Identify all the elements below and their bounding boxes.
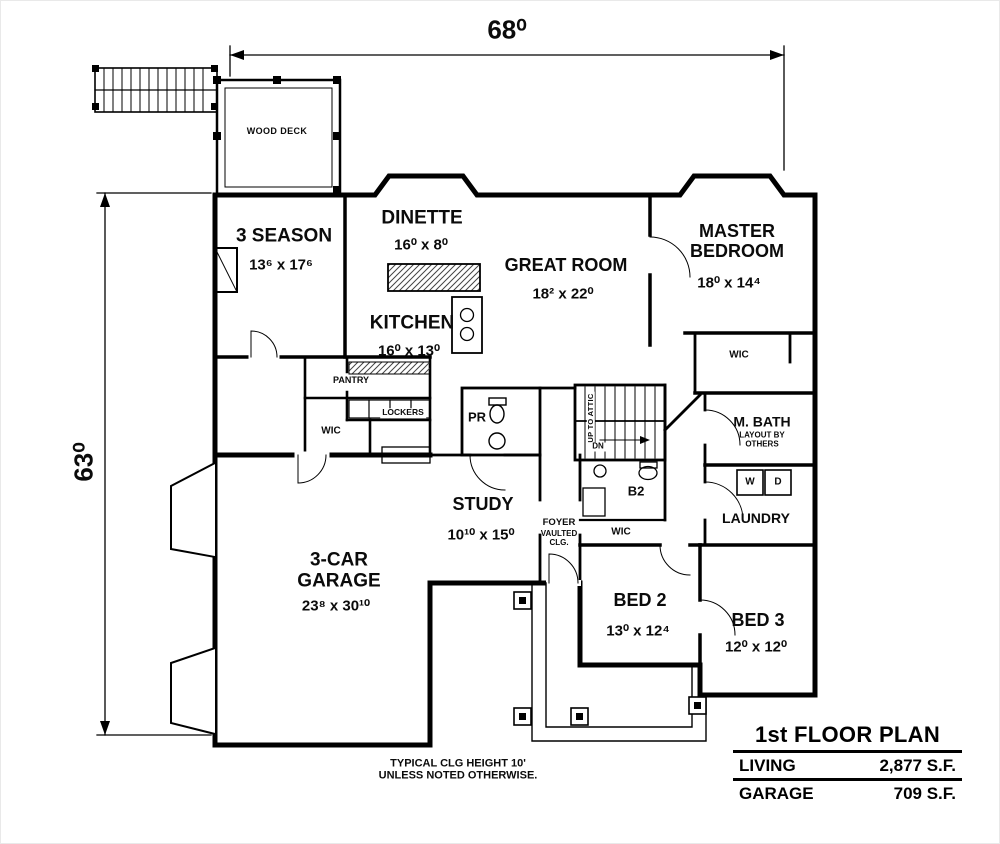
room-label-bed3: BED 3 (731, 609, 785, 630)
room-size-bed2: 13⁰ x 12⁴ (606, 622, 670, 640)
foyer-name: FOYER (542, 517, 576, 529)
stairs-down-label: DN (590, 441, 606, 452)
exterior-walls (212, 173, 818, 748)
room-size-kitchen: 16⁰ x 13⁰ (377, 342, 441, 360)
room-label-study: STUDY (452, 493, 514, 514)
living-label: LIVING (739, 756, 796, 775)
ceiling-note-line1: TYPICAL CLG HEIGHT 10' (390, 757, 526, 770)
room-size-dinette: 16⁰ x 8⁰ (394, 236, 448, 254)
front-door (546, 553, 581, 586)
room-size-study: 10¹⁰ x 15⁰ (447, 526, 515, 544)
room-label-bath2: B2 (625, 483, 647, 500)
dimension-width-label: 68⁰ (487, 14, 527, 45)
master-bath-note: LAYOUT BY OTHERS (739, 430, 785, 449)
room-size-great-room: 18² x 22⁰ (532, 285, 594, 303)
room-label-garage: 3-CAR GARAGE (297, 549, 381, 592)
room-size-master-bedroom: 18⁰ x 14⁴ (697, 274, 761, 292)
room-label-three-season: 3 SEASON (235, 225, 333, 247)
dimension-arrowheads (100, 50, 784, 735)
garage-doors (170, 461, 217, 736)
porch (513, 582, 707, 742)
dimension-lines (96, 45, 785, 736)
garage-value: 709 S.F. (893, 784, 956, 803)
room-label-kitchen: KITCHEN (369, 312, 455, 334)
kitchen-counters (387, 263, 483, 354)
deck-stairs (92, 65, 218, 113)
room-size-three-season: 13⁶ x 17⁶ (249, 256, 313, 274)
master-bath-name: M. BATH (733, 413, 791, 430)
ceiling-note: TYPICAL CLG HEIGHT 10' UNLESS NOTED OTHE… (379, 758, 538, 783)
room-size-garage: 23⁸ x 30¹⁰ (301, 597, 371, 615)
plan-title: 1st FLOOR PLAN (733, 722, 962, 753)
room-label-master-bedroom: MASTER BEDROOM (690, 220, 784, 261)
dimension-height-label: 63⁰ (68, 442, 99, 482)
dryer-label: D (774, 476, 782, 488)
room-label-bed2: BED 2 (613, 589, 667, 610)
living-area-row: LIVING 2,877 S.F. (733, 753, 962, 781)
title-block: 1st FLOOR PLAN LIVING 2,877 S.F. GARAGE … (733, 722, 962, 806)
laundry-walls (698, 463, 817, 547)
ceiling-note-line2: UNLESS NOTED OTHERWISE. (378, 770, 538, 782)
room-label-lockers: LOCKERS (380, 407, 426, 418)
garage-label: GARAGE (739, 784, 814, 803)
room-label-master-bath: M. BATH LAYOUT BY OTHERS (731, 413, 793, 450)
powder-room (460, 386, 577, 457)
room-label-great-room: GREAT ROOM (504, 254, 628, 275)
room-label-wood-deck: WOOD DECK (246, 125, 308, 136)
stairs-up-label: UP TO ATTIC (585, 391, 596, 445)
room-label-pantry: PANTRY (331, 374, 371, 386)
master-suite-walls (648, 193, 817, 467)
bedroom-walls (698, 543, 736, 697)
living-value: 2,877 S.F. (879, 756, 956, 775)
washer-label: W (745, 476, 755, 488)
foyer-note: VAULTED CLG. (540, 528, 578, 547)
room-label-laundry: LAUNDRY (722, 510, 790, 527)
study-walls (428, 453, 542, 585)
garage-walls (212, 446, 433, 484)
room-label-wic-mudroom: WIC (319, 425, 343, 437)
garage-area-row: GARAGE 709 S.F. (733, 781, 962, 806)
three-season-walls (213, 193, 432, 360)
room-label-wic-master: WIC (727, 349, 751, 361)
room-size-bed3: 12⁰ x 12⁰ (724, 638, 788, 656)
room-label-wic-bed2: WIC (609, 526, 633, 538)
stairs (573, 383, 702, 462)
room-label-dinette: DINETTE (381, 207, 463, 229)
room-label-foyer: FOYER VAULTED CLG. (535, 518, 583, 548)
room-label-powder-room: PR (465, 409, 489, 426)
mudroom-walls (303, 355, 432, 457)
